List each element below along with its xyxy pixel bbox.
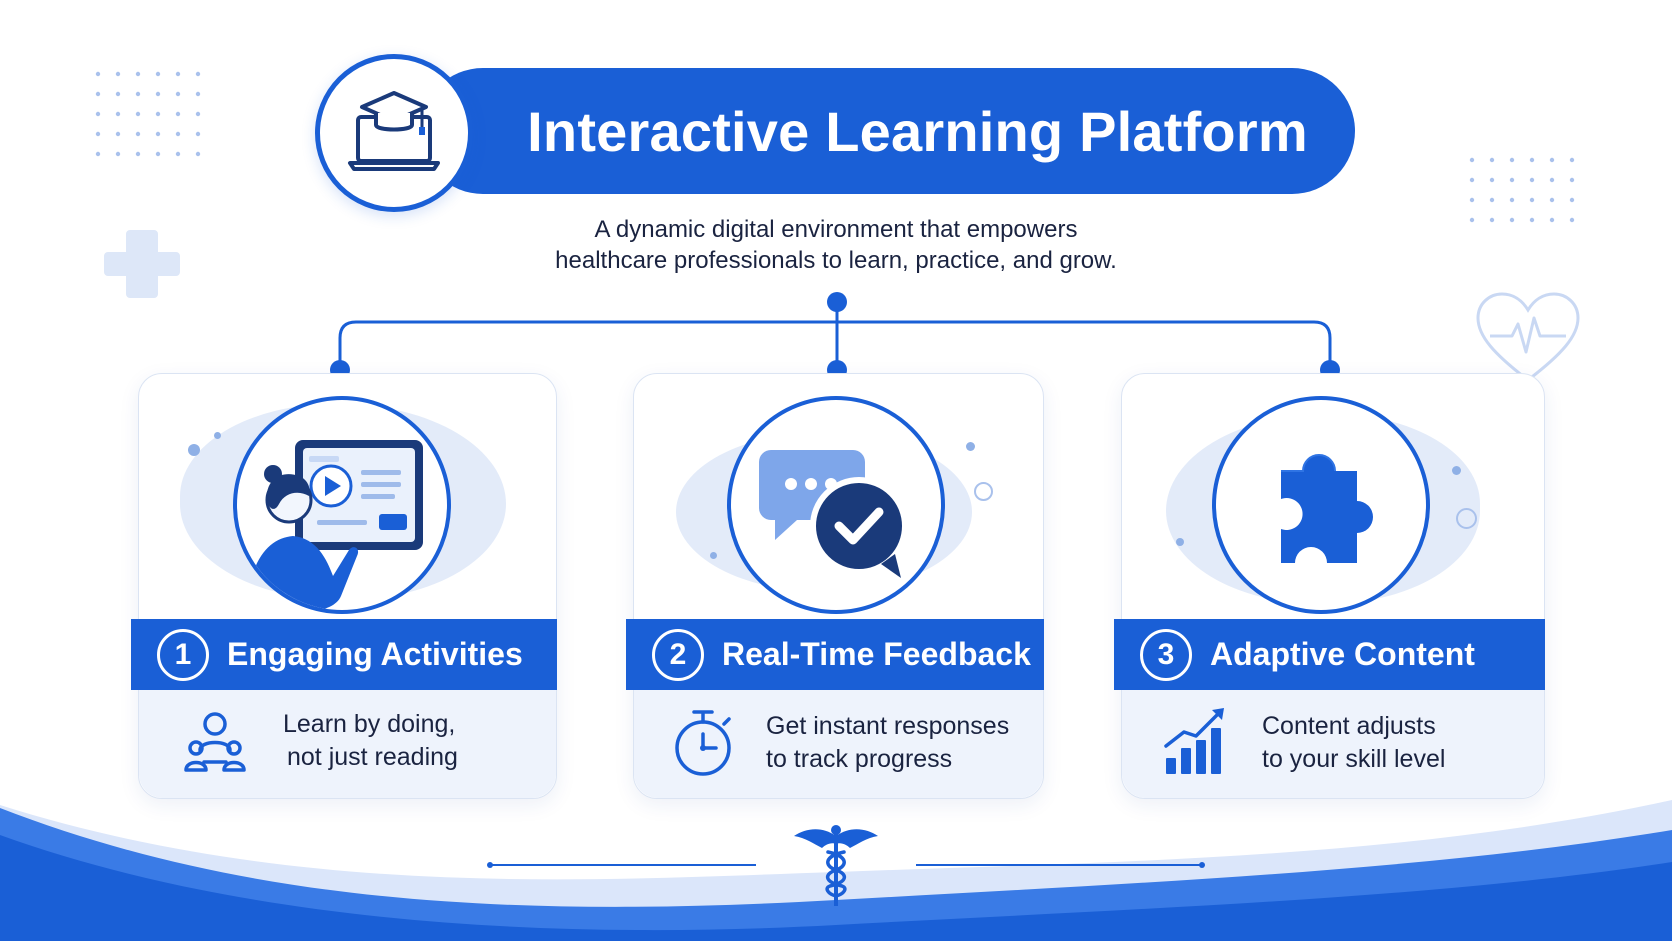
card-description-line-2: to your skill level [1262, 745, 1446, 773]
people-icon [184, 712, 246, 772]
graduation-laptop-icon [348, 91, 440, 171]
card-2-dot [966, 442, 975, 451]
card-1-title-band: 1 Engaging Activities [131, 619, 557, 690]
card-2-title-band: 2 Real-Time Feedback [626, 619, 1044, 690]
card-1-illustration-ring [233, 396, 451, 614]
card-title: Real-Time Feedback [722, 636, 1031, 672]
stopwatch-icon [675, 710, 731, 776]
card-3-dot [1176, 538, 1184, 546]
card-2-illustration-ring [727, 396, 945, 614]
card-3-dot [1452, 466, 1461, 475]
card-description-line-2: to track progress [766, 745, 953, 773]
dot-grid-top-right [1469, 157, 1575, 223]
footer-divider [487, 862, 1205, 868]
connector-lines [330, 292, 1340, 380]
card-description-line-2: not just reading [287, 743, 458, 771]
puzzle-piece-icon [1281, 454, 1373, 563]
card-description-line-1: Content adjusts [1262, 712, 1436, 740]
plus-icon [104, 230, 180, 298]
subtitle-line-1: A dynamic digital environment that empow… [594, 216, 1078, 243]
growth-chart-icon [1164, 708, 1224, 774]
subtitle-line-2: healthcare professionals to learn, pract… [555, 247, 1117, 274]
card-3-ring [1456, 508, 1477, 529]
caduceus-icon [794, 825, 878, 906]
card-1-dot [214, 432, 221, 439]
card-title: Engaging Activities [227, 636, 523, 672]
step-number: 1 [157, 628, 209, 681]
step-number: 2 [652, 628, 704, 681]
title-banner: Interactive Learning Platform [420, 68, 1355, 194]
card-description-line-1: Learn by doing, [283, 710, 456, 738]
card-description-line-1: Get instant responses [766, 712, 1010, 740]
card-2-dot [710, 552, 717, 559]
card-description: Learn by doing, not just reading [283, 708, 458, 774]
step-number: 3 [1140, 628, 1192, 681]
subtitle: A dynamic digital environment that empow… [436, 214, 1236, 276]
card-1-dot [188, 444, 200, 456]
person-touchscreen-icon [247, 440, 423, 610]
page-title: Interactive Learning Platform [527, 99, 1308, 163]
title-icon-badge [315, 54, 473, 212]
chat-check-icon [759, 450, 908, 578]
card-title: Adaptive Content [1210, 636, 1475, 672]
heartbeat-icon [1476, 292, 1580, 382]
dot-grid-top-left [95, 71, 201, 157]
card-description: Content adjusts to your skill level [1262, 710, 1445, 776]
card-3-illustration-ring [1212, 396, 1430, 614]
card-description: Get instant responses to track progress [766, 710, 1009, 776]
card-2-ring [974, 482, 993, 501]
card-3-title-band: 3 Adaptive Content [1114, 619, 1545, 690]
